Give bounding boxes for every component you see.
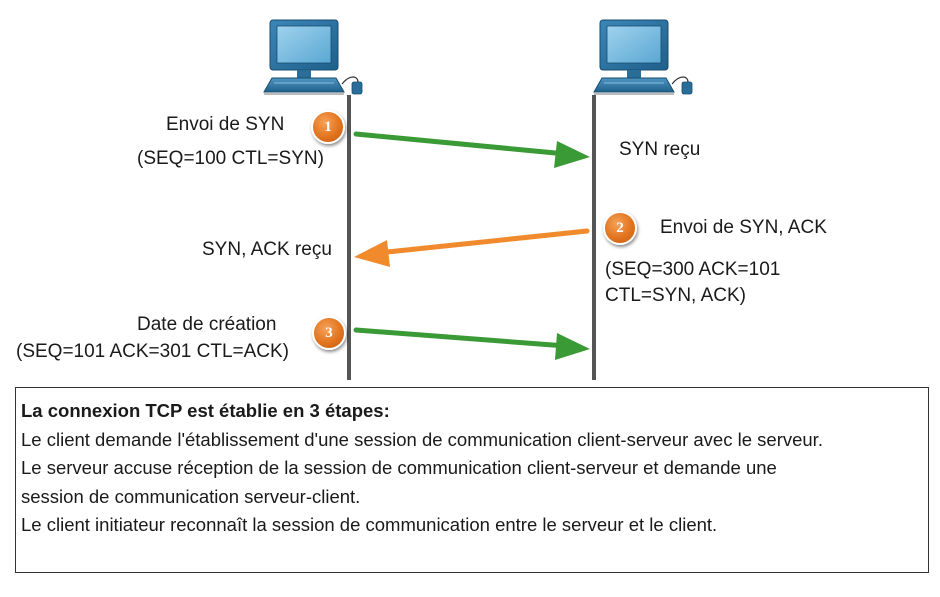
tcp-handshake-diagram: 1 2 3 Envoi de SYN (SEQ=100 CTL=SYN) SYN… bbox=[16, 19, 827, 380]
client-syn-ack-received-label: SYN, ACK reçu bbox=[202, 239, 332, 260]
syn-arrow bbox=[353, 131, 590, 168]
step-2-badge: 2 bbox=[603, 211, 637, 245]
server-computer-icon bbox=[593, 19, 693, 95]
description-line: Le client demande l'établissement d'une … bbox=[21, 428, 823, 450]
server-send-syn-ack-detail-line2: CTL=SYN, ACK) bbox=[605, 285, 746, 306]
ack-arrow bbox=[353, 327, 590, 360]
client-creation-detail: (SEQ=101 ACK=301 CTL=ACK) bbox=[16, 341, 290, 362]
diagram-canvas bbox=[263, 19, 693, 380]
client-send-syn-label: Envoi de SYN bbox=[166, 114, 285, 135]
client-computer-icon bbox=[263, 19, 363, 95]
description-line: session de communication serveur-client. bbox=[21, 485, 361, 507]
server-send-syn-ack-label: Envoi de SYN, ACK bbox=[660, 217, 827, 238]
description-line: Le serveur accuse réception de la sessio… bbox=[21, 457, 777, 478]
syn-ack-arrow bbox=[354, 228, 590, 267]
server-send-syn-ack-detail-line1: (SEQ=300 ACK=101 bbox=[605, 259, 781, 280]
description-line: Le client initiateur reconnaît la sessio… bbox=[21, 514, 718, 535]
description-title: La connexion TCP est établie en 3 étapes… bbox=[21, 400, 390, 421]
step-1-badge: 1 bbox=[311, 110, 345, 144]
description-box: La connexion TCP est établie en 3 étapes… bbox=[15, 387, 929, 573]
client-send-syn-detail: (SEQ=100 CTL=SYN) bbox=[137, 148, 324, 169]
step-3-badge: 3 bbox=[312, 316, 346, 350]
server-syn-received-label: SYN reçu bbox=[619, 139, 701, 160]
client-creation-label: Date de création bbox=[137, 314, 277, 335]
